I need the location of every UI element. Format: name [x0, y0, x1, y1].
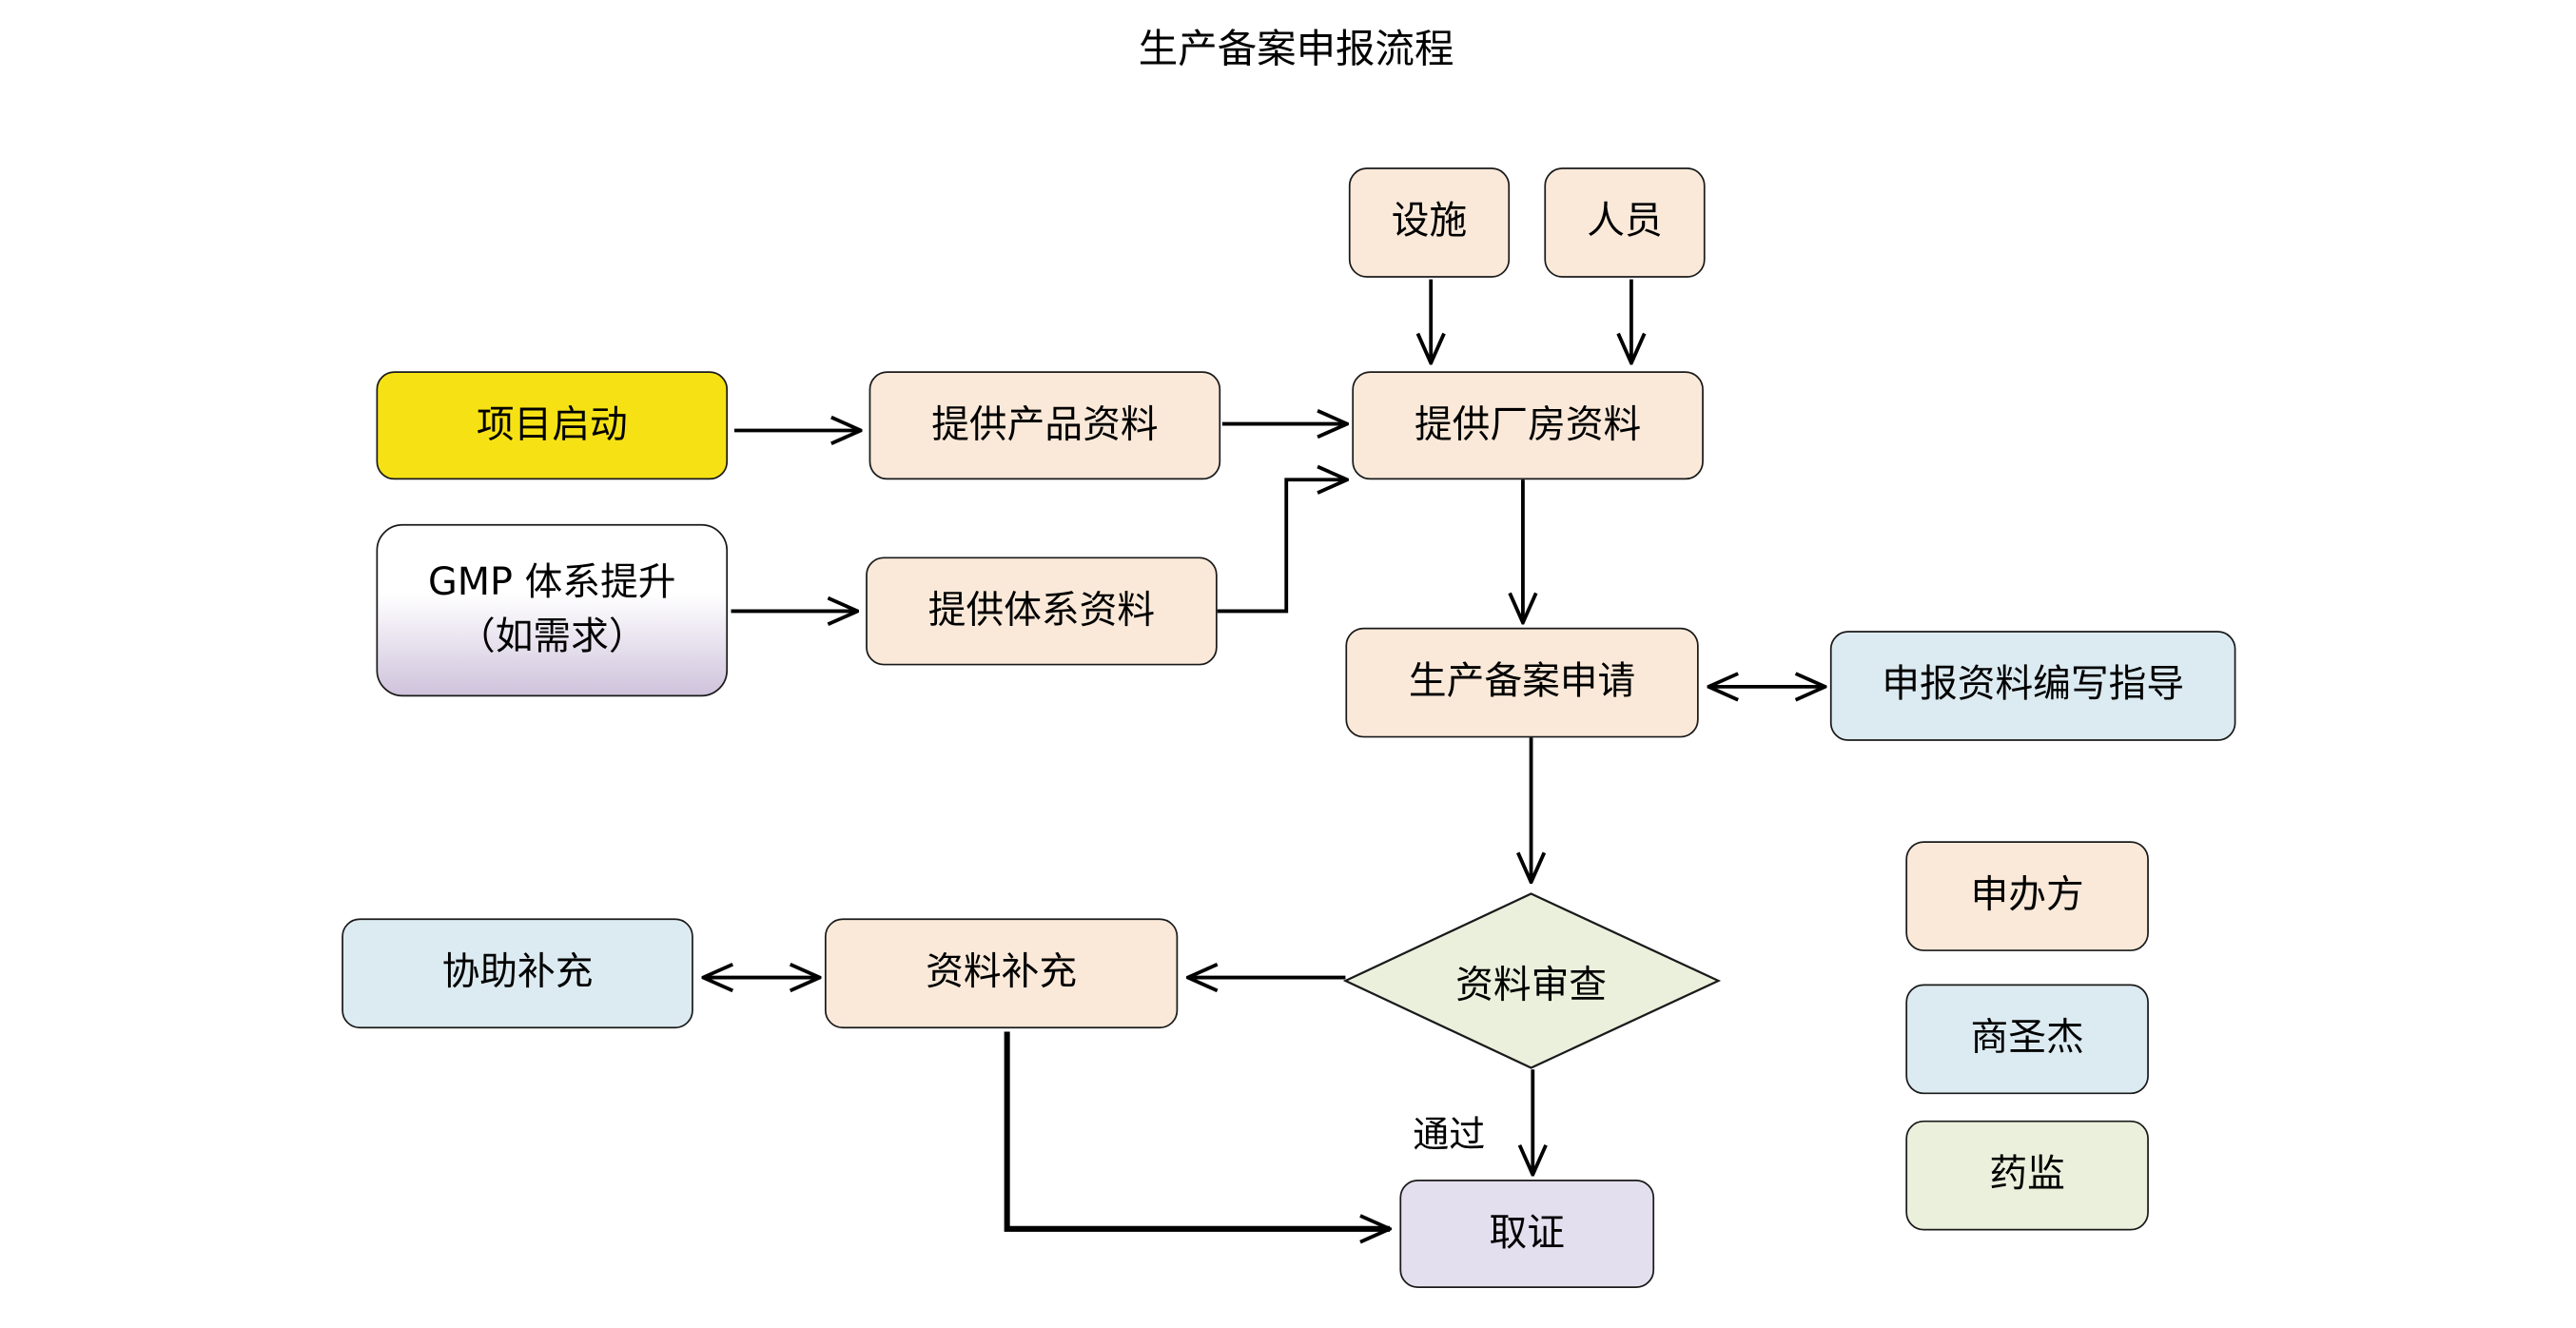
supplement-label: 资料补充: [926, 951, 1078, 995]
personnel-box: 人员: [1544, 167, 1706, 278]
arrow-supplement-to-certificate: [1004, 1031, 1390, 1229]
legend-consultant-label: 商圣杰: [1970, 1017, 2084, 1061]
facility-label: 设施: [1391, 201, 1468, 244]
gmp-upgrade-box: GMP 体系提升 （如需求）: [376, 523, 729, 697]
project-start-box: 项目启动: [376, 371, 729, 480]
gmp-upgrade-note: （如需求）: [457, 615, 647, 658]
legend-regulator: 药监: [1905, 1120, 2149, 1231]
review-diamond: [1342, 892, 1722, 1069]
facility-box: 设施: [1348, 167, 1511, 278]
writing-guidance-label: 申报资料编写指导: [1882, 664, 2185, 708]
supplement-box: 资料补充: [824, 918, 1179, 1029]
assist-supplement-box: 协助补充: [342, 918, 693, 1029]
certificate-box: 取证: [1399, 1179, 1655, 1288]
gmp-upgrade-label: GMP 体系提升: [427, 562, 676, 606]
review-label: 资料审查: [1455, 964, 1608, 1007]
plant-docs-box: 提供厂房资料: [1352, 371, 1704, 480]
system-docs-box: 提供体系资料: [866, 557, 1218, 666]
product-docs-box: 提供产品资料: [868, 371, 1221, 480]
legend-sponsor: 申办方: [1905, 841, 2149, 951]
writing-guidance-box: 申报资料编写指导: [1829, 631, 2236, 741]
legend-sponsor-label: 申办方: [1970, 874, 2084, 918]
system-docs-label: 提供体系资料: [927, 589, 1156, 633]
personnel-label: 人员: [1587, 201, 1663, 244]
plant-docs-label: 提供厂房资料: [1414, 403, 1642, 447]
project-start-label: 项目启动: [476, 403, 628, 447]
assist-supplement-label: 协助补充: [441, 951, 594, 995]
production-filing-box: 生产备案申请: [1345, 627, 1699, 738]
certificate-label: 取证: [1489, 1212, 1565, 1256]
passed-label: 通过: [1413, 1115, 1486, 1157]
page-title: 生产备案申报流程: [1138, 26, 1454, 72]
production-filing-label: 生产备案申请: [1408, 660, 1636, 704]
product-docs-label: 提供产品资料: [931, 403, 1159, 447]
legend-consultant: 商圣杰: [1905, 984, 2149, 1095]
arrow-system-to-plant: [1217, 479, 1347, 614]
legend-regulator-label: 药监: [1989, 1154, 2065, 1197]
